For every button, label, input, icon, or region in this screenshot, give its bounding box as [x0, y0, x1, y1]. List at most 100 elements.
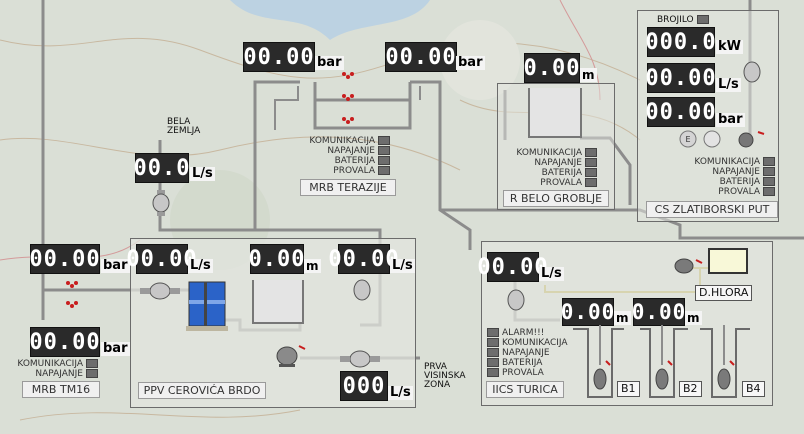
r-belo-groblje-level-display: 0.00 — [524, 53, 580, 83]
r-belo-groblje-status-list: KOMUNIKACIJA NAPAJANJE BATERIJA PROVALA — [497, 148, 597, 188]
cs-zlatiborski-put-flow-unit: L/s — [716, 77, 741, 92]
ppv-cerovica-brdo-zone-flow-display: 000 — [340, 371, 388, 401]
iics-turica-level2-unit: m — [685, 311, 702, 325]
brojilo-label: BROJILO — [657, 15, 709, 25]
ppv-cerovica-brdo-flow-in-display: 00.00 — [126, 244, 197, 274]
iics-turica-level2-display: 0.00 — [631, 298, 687, 326]
reservoir-tank — [252, 280, 304, 324]
status-led — [378, 166, 390, 175]
iics-turica-flow-display: 00.00 — [477, 252, 548, 282]
status-row: KOMUNIKACIJA — [0, 359, 98, 369]
status-led — [487, 368, 499, 377]
mrb-terazije-status-list: KOMUNIKACIJA NAPAJANJE BATERIJA PROVALA — [290, 136, 390, 176]
svg-text:E: E — [685, 135, 690, 144]
status-led — [487, 338, 499, 347]
status-led — [763, 187, 775, 196]
r-belo-groblje-station-label[interactable]: R BELO GROBLJE — [503, 190, 609, 207]
mrb-tm16-top-pressure-unit: bar — [101, 258, 130, 273]
status-led — [378, 146, 390, 155]
iics-turica-level1-unit: m — [614, 311, 631, 325]
wells-diagram — [573, 325, 750, 398]
pump-icon[interactable] — [275, 340, 309, 368]
cs-zlatiborski-put-station-label[interactable]: CS ZLATIBORSKI PUT — [646, 201, 778, 218]
status-row: BATERIJA — [290, 156, 390, 166]
ppv-cerovica-brdo-level-unit: m — [304, 259, 321, 273]
status-row: NAPAJANJE — [0, 369, 98, 379]
flow-meter-icon[interactable] — [150, 190, 172, 216]
iics-turica-status-list: ALARM!!! KOMUNIKACIJA NAPAJANJE BATERIJA… — [487, 328, 577, 378]
mrb-tm16-station-label[interactable]: MRB TM16 — [22, 381, 100, 398]
filter-tank-icon — [186, 281, 228, 331]
status-row: BATERIJA — [675, 177, 775, 187]
reservoir-tank — [528, 88, 582, 138]
mrb-terazije-left-pressure-unit: bar — [315, 55, 344, 70]
ppv-cerovica-brdo-flow-in-unit: L/s — [188, 258, 213, 273]
status-led — [86, 359, 98, 368]
cs-zlatiborski-put-pressure-display: 00.00 — [645, 97, 716, 127]
status-row: PROVALA — [497, 178, 597, 188]
valve-icon[interactable] — [62, 280, 82, 320]
bela-zemlja-flow-unit: L/s — [190, 166, 215, 181]
status-row: NAPAJANJE — [675, 167, 775, 177]
status-row: BATERIJA — [487, 358, 577, 368]
bela-zemlja-label: BELA ZEMLJA — [167, 117, 201, 136]
status-led — [696, 15, 709, 24]
prva-visinska-zona-label: PRVA VISINSKA ZONA — [424, 362, 466, 390]
status-led — [585, 148, 597, 157]
status-led — [487, 328, 499, 337]
mrb-terazije-right-pressure-unit: bar — [456, 55, 485, 70]
iics-turica-level1-display: 0.00 — [560, 298, 616, 326]
mrb-tm16-status-list: KOMUNIKACIJA NAPAJANJE — [0, 359, 98, 379]
mrb-terazije-left-pressure-display: 00.00 — [243, 42, 315, 72]
mrb-tm16-bottom-pressure-unit: bar — [101, 341, 130, 356]
mrb-terazije-right-pressure-display: 00.00 — [385, 42, 457, 72]
bela-zemlja-flow-display: 00.0 — [134, 153, 190, 183]
status-led — [487, 348, 499, 357]
mrb-tm16-top-pressure-display: 00.00 — [29, 244, 100, 274]
status-row: PROVALA — [487, 368, 577, 378]
cs-zlatiborski-put-power-unit: kW — [716, 39, 743, 54]
status-row: BATERIJA — [497, 168, 597, 178]
ppv-cerovica-brdo-flow-out-unit: L/s — [390, 258, 415, 273]
iics-turica-flow-unit: L/s — [539, 266, 564, 281]
status-row: NAPAJANJE — [487, 348, 577, 358]
iics-turica-station-label[interactable]: IICS TURICA — [486, 381, 564, 398]
well-b4-label[interactable]: B4 — [742, 381, 765, 397]
flow-meter-icon[interactable] — [140, 280, 180, 302]
chlorine-tank — [708, 248, 748, 274]
flow-meter-icon[interactable] — [505, 286, 527, 314]
flow-meter-icon[interactable] — [351, 276, 373, 304]
status-row: PROVALA — [290, 166, 390, 176]
status-row: ALARM!!! — [487, 328, 577, 338]
status-led — [585, 168, 597, 177]
status-row: KOMUNIKACIJA — [487, 338, 577, 348]
chlorine-pump-icon[interactable] — [672, 254, 706, 276]
well-b2-label[interactable]: B2 — [679, 381, 702, 397]
flow-meter-icon[interactable] — [742, 58, 762, 86]
status-led — [86, 369, 98, 378]
d-hlora-label[interactable]: D.HLORA — [695, 285, 753, 301]
status-led — [585, 178, 597, 187]
status-row: NAPAJANJE — [497, 158, 597, 168]
well-b1-label[interactable]: B1 — [617, 381, 640, 397]
mrb-terazije-station-label[interactable]: MRB TERAZIJE — [300, 179, 396, 196]
ppv-cerovica-brdo-station-label[interactable]: PPV CEROVIĆA BRDO — [138, 382, 266, 399]
cs-zlatiborski-put-status-list: KOMUNIKACIJA NAPAJANJE BATERIJA PROVALA — [675, 157, 775, 197]
pump-indicator-icon[interactable]: E — [678, 128, 768, 150]
mrb-tm16-bottom-pressure-display: 00.00 — [29, 327, 100, 357]
cs-zlatiborski-put-flow-display: 00.00 — [645, 63, 716, 93]
valve-icon[interactable] — [338, 68, 358, 128]
status-row: NAPAJANJE — [290, 146, 390, 156]
flow-meter-icon[interactable] — [340, 348, 380, 370]
ppv-cerovica-brdo-flow-out-display: 00.00 — [328, 244, 399, 274]
status-row: KOMUNIKACIJA — [290, 136, 390, 146]
r-belo-groblje-level-unit: m — [580, 68, 597, 82]
status-led — [763, 167, 775, 176]
status-led — [763, 177, 775, 186]
cs-zlatiborski-put-pressure-unit: bar — [716, 112, 745, 127]
ppv-cerovica-brdo-zone-flow-unit: L/s — [388, 385, 413, 400]
status-row: KOMUNIKACIJA — [497, 148, 597, 158]
status-led — [487, 358, 499, 367]
ppv-cerovica-brdo-level-display: 0.00 — [249, 244, 305, 274]
status-row: PROVALA — [675, 187, 775, 197]
